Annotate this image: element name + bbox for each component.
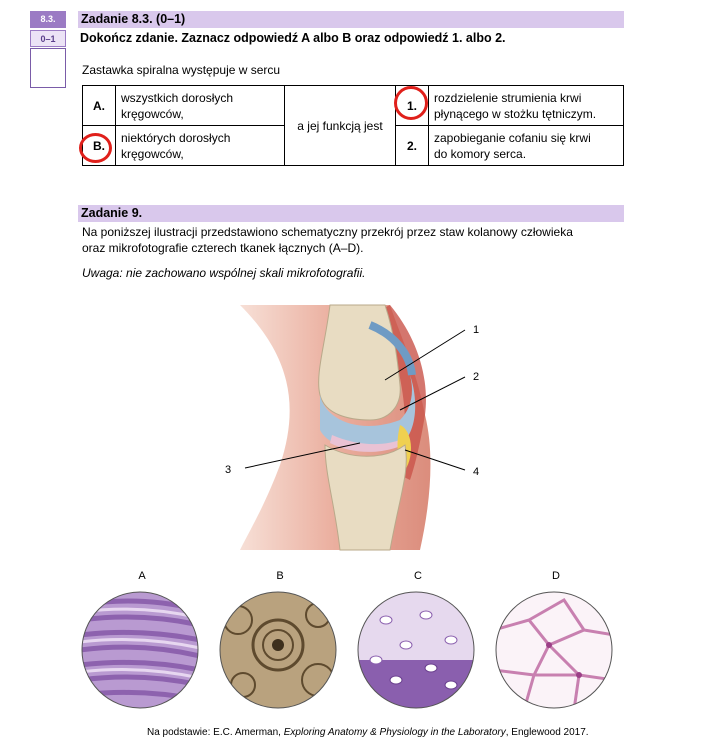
micro-label-c: C bbox=[414, 570, 422, 582]
source-citation: Na podstawie: E.C. Amerman, Exploring An… bbox=[147, 727, 589, 738]
task-9-intro-line2: oraz mikrofotografie czterech tkanek łąc… bbox=[82, 241, 364, 255]
diagram-label-3: 3 bbox=[225, 464, 231, 476]
micrograph-b-image bbox=[219, 591, 337, 709]
answer-table-wrapper: A. wszystkich dorosłych kręgowców, a jej… bbox=[82, 85, 624, 166]
option-1-text: rozdzielenie strumienia krwi płynącego w… bbox=[428, 85, 624, 126]
task-83-stem: Zastawka spiralna występuje w sercu bbox=[82, 63, 281, 77]
micrograph-c-image bbox=[357, 591, 475, 709]
task-83-instruction: Dokończ zdanie. Zaznacz odpowiedź A albo… bbox=[80, 31, 506, 45]
diagram-label-2: 2 bbox=[473, 371, 479, 383]
option-a-line1: wszystkich dorosłych bbox=[121, 90, 234, 105]
option-a-label[interactable]: A. bbox=[82, 85, 116, 126]
source-title: Exploring Anatomy & Physiology in the La… bbox=[283, 727, 506, 738]
option-2-line2: do komory serca. bbox=[434, 146, 527, 161]
option-2-label[interactable]: 2. bbox=[395, 125, 429, 166]
source-prefix: Na podstawie: E.C. Amerman, bbox=[147, 727, 284, 738]
task-number-box: 8.3. bbox=[30, 11, 66, 28]
task-83-title: Zadanie 8.3. (0–1) bbox=[78, 11, 624, 28]
task-9-note: Uwaga: nie zachowano wspólnej skali mikr… bbox=[82, 266, 366, 280]
micro-label-b: B bbox=[276, 570, 284, 582]
task-9-title: Zadanie 9. bbox=[78, 205, 624, 222]
micrograph-d-image bbox=[495, 591, 613, 709]
option-a-text: wszystkich dorosłych kręgowców, bbox=[115, 85, 285, 126]
option-1-line1: rozdzielenie strumienia krwi bbox=[434, 90, 582, 105]
selection-circle-1 bbox=[394, 86, 428, 120]
middle-connector: a jej funkcją jest bbox=[284, 85, 396, 166]
micro-label-d: D bbox=[552, 570, 560, 582]
option-a-line2: kręgowców, bbox=[121, 106, 184, 121]
score-label: 0–1 bbox=[30, 30, 66, 47]
option-2-text: zapobieganie cofaniu się krwi do komory … bbox=[428, 125, 624, 166]
diagram-label-4: 4 bbox=[473, 466, 479, 478]
option-b-line2: kręgowców, bbox=[121, 146, 184, 161]
micrograph-a-image bbox=[81, 591, 199, 709]
option-2-line1: zapobieganie cofaniu się krwi bbox=[434, 130, 591, 145]
option-1-line2: płynącego w stożku tętniczym. bbox=[434, 106, 597, 121]
source-suffix: , Englewood 2017. bbox=[505, 727, 589, 738]
option-b-line1: niektórych dorosłych bbox=[121, 130, 231, 145]
selection-circle-b bbox=[79, 133, 112, 163]
diagram-label-1: 1 bbox=[473, 324, 479, 336]
task-9-intro-line1: Na poniższej ilustracji przedstawiono sc… bbox=[82, 225, 573, 239]
answer-table: A. wszystkich dorosłych kręgowców, a jej… bbox=[82, 85, 624, 166]
score-box bbox=[30, 48, 66, 88]
knee-joint-diagram: 1 2 3 4 bbox=[225, 304, 479, 551]
micro-label-a: A bbox=[138, 570, 146, 582]
option-b-text: niektórych dorosłych kręgowców, bbox=[115, 125, 285, 166]
